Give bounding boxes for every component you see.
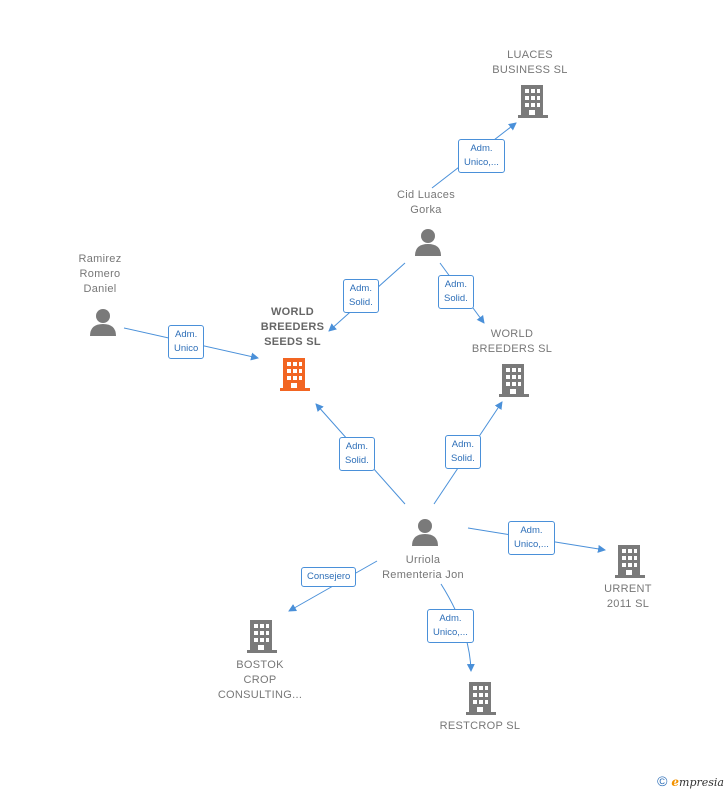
edge-label-line: Adm. [470,143,493,154]
edge-label-line: Adm. [439,613,462,624]
brand-logo-text: mpresia [679,776,724,789]
label-line: BUSINESS SL [492,64,568,76]
edge-label-urriola-to-bostok[interactable]: Consejero [301,567,357,587]
label-line: Cid Luaces [396,189,456,201]
label-line: WORLD [490,328,534,340]
label-line: BOSTOK [236,659,284,671]
node-label-bostok-crop-consulting: BOSTOK CROP CONSULTING... [205,658,315,703]
edge-label-line: Adm. [175,329,198,340]
edge-label-line: Adm. [345,441,368,452]
label-line: CROP [243,674,277,686]
label-line: 2011 SL [606,598,650,610]
label-line: CONSULTING... [217,689,303,701]
node-label-urrent-2011: URRENT 2011 SL [588,582,668,612]
building-icon[interactable] [279,356,311,392]
edge-label-line: Adm. [451,439,474,450]
edge-label-urriola-to-urrent[interactable]: Adm. Unico,... [508,521,555,555]
edge-label-cid-to-wbs[interactable]: Adm. Solid. [343,279,379,313]
node-label-ramirez-romero-daniel: Ramirez Romero Daniel [55,252,145,297]
label-line: SEEDS SL [264,336,321,348]
edge-label-cid-to-luaces[interactable]: Adm. Unico,... [458,139,505,173]
edge-label-line: Unico,... [433,627,468,638]
label-line: BREEDERS [260,321,325,333]
building-icon[interactable] [498,362,530,398]
label-line: Urriola [405,554,441,566]
node-label-world-breeders-seeds: WORLD BREEDERS SEEDS SL [240,305,345,350]
edge-label-line: Adm. [349,283,372,294]
person-icon[interactable] [88,307,118,337]
building-icon[interactable] [517,83,549,119]
node-label-cid-luaces-gorka: Cid Luaces Gorka [376,188,476,218]
building-icon[interactable] [246,618,278,654]
edge-label-line: Unico,... [514,539,549,550]
label-line: URRENT [604,583,652,595]
label-line: WORLD [270,306,315,318]
edge-label-urriola-to-wbs[interactable]: Adm. Solid. [339,437,375,471]
node-label-world-breeders: WORLD BREEDERS SL [462,327,562,357]
edge-label-line: Solid. [444,293,468,304]
label-line: LUACES [507,49,553,61]
node-label-urriola-rementeria-jon: Urriola Rementeria Jon [368,553,478,583]
edge-label-line: Adm. [520,525,543,536]
edge-label-line: Adm. [444,279,467,290]
edge-label-line: Consejero [307,571,351,582]
edge-label-urriola-to-wb[interactable]: Adm. Solid. [445,435,481,469]
edge-label-ramirez-to-wbs[interactable]: Adm. Unico [168,325,205,359]
copyright-watermark: ©empresia [657,773,724,789]
label-line: Rementeria Jon [382,569,464,581]
building-icon[interactable] [614,543,646,579]
copyright-icon: © [657,773,668,789]
label-line: Ramirez [78,253,122,265]
label-line: RESTCROP SL [439,720,521,732]
person-icon[interactable] [410,517,440,547]
edge-label-line: Solid. [451,453,475,464]
edge-label-line: Unico [174,343,199,354]
edge-label-line: Solid. [345,455,369,466]
node-label-restcrop: RESTCROP SL [425,719,535,734]
brand-logo-initial: e [671,775,680,789]
edge-label-line: Unico,... [464,157,499,168]
edge-label-cid-to-wb[interactable]: Adm. Solid. [438,275,474,309]
node-label-luaces-business: LUACES BUSINESS SL [480,48,580,78]
person-icon[interactable] [413,227,443,257]
label-line: BREEDERS SL [471,343,553,355]
label-line: Romero [79,268,121,280]
label-line: Daniel [83,283,117,295]
label-line: Gorka [410,204,442,216]
edge-label-line: Solid. [349,297,373,308]
building-icon[interactable] [465,680,497,716]
edge-label-urriola-to-restcrop[interactable]: Adm. Unico,... [427,609,474,643]
